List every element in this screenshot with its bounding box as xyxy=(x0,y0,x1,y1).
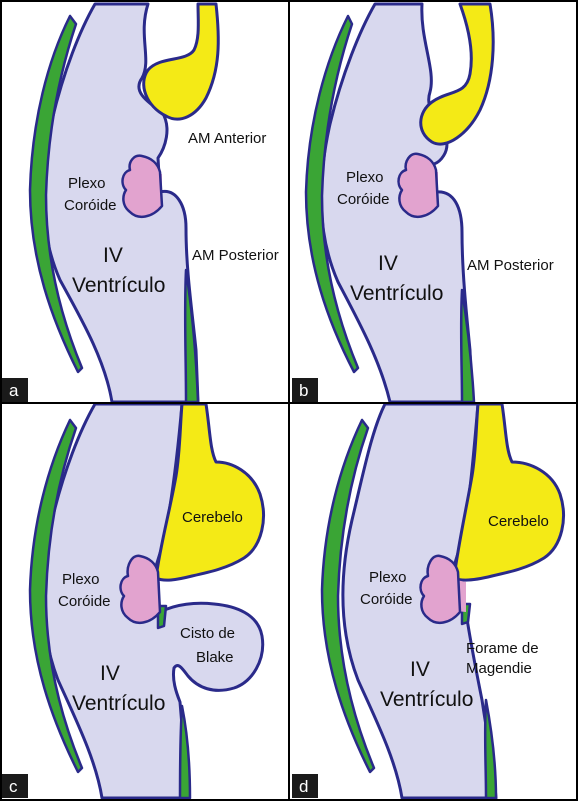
cerebellum-tissue xyxy=(419,2,495,146)
green-layer-right xyxy=(483,698,498,800)
choroid-plexus xyxy=(121,154,164,219)
label-iv: IV xyxy=(100,662,120,685)
label-forame-de: Forame de xyxy=(466,640,539,657)
label-plexo: Plexo xyxy=(62,571,100,588)
label-ventriculo: Ventrículo xyxy=(72,692,165,715)
choroid-plexus xyxy=(119,554,162,625)
cerebellum xyxy=(452,402,565,582)
panel-letter: c xyxy=(9,777,18,796)
label-iv: IV xyxy=(410,658,430,681)
cerebellum-tissue xyxy=(142,2,220,121)
label-ventriculo: Ventrículo xyxy=(72,274,165,297)
green-layer-left xyxy=(28,14,84,374)
label-cerebelo: Cerebelo xyxy=(488,513,549,530)
label-cisto-de: Cisto de xyxy=(180,625,235,642)
panel-b: Plexo Coróide AM Posterior IV Ventrículo… xyxy=(292,2,554,404)
green-layer-left xyxy=(320,418,376,774)
panel-badge xyxy=(292,774,318,798)
label-coroide: Coróide xyxy=(58,593,111,610)
label-am-posterior: AM Posterior xyxy=(467,257,554,274)
label-coroide: Coróide xyxy=(337,191,390,208)
label-plexo: Plexo xyxy=(346,169,384,186)
green-layer-right xyxy=(178,704,192,800)
panel-d: Cerebelo Plexo Coróide Forame de Magendi… xyxy=(292,402,565,800)
label-ventriculo: Ventrículo xyxy=(380,688,473,711)
green-layer-left xyxy=(304,14,360,374)
panel-badge xyxy=(292,378,318,402)
choroid-plexus xyxy=(397,152,440,219)
panel-badge xyxy=(2,378,28,402)
panel-badge xyxy=(2,774,28,798)
panel-letter: a xyxy=(9,381,19,400)
green-layer-left xyxy=(28,418,84,774)
label-ventriculo: Ventrículo xyxy=(350,282,443,305)
panel-letter: d xyxy=(299,777,308,796)
label-magendie: Magendie xyxy=(466,660,532,677)
panel-a: AM Anterior Plexo Coróide AM Posterior I… xyxy=(2,2,279,404)
label-am-anterior: AM Anterior xyxy=(188,130,266,147)
cerebellum xyxy=(154,402,265,582)
label-iv: IV xyxy=(378,252,398,275)
label-am-posterior: AM Posterior xyxy=(192,247,279,264)
label-coroide: Coróide xyxy=(360,591,413,608)
panel-letter: b xyxy=(299,381,308,400)
label-cerebelo: Cerebelo xyxy=(182,509,243,526)
label-plexo: Plexo xyxy=(68,175,106,192)
label-plexo: Plexo xyxy=(369,569,407,586)
label-coroide: Coróide xyxy=(64,197,117,214)
label-blake: Blake xyxy=(196,649,234,666)
label-iv: IV xyxy=(103,244,123,267)
choroid-plexus xyxy=(419,554,462,625)
panel-c: Cerebelo Plexo Coróide Cisto de Blake IV… xyxy=(2,402,265,800)
